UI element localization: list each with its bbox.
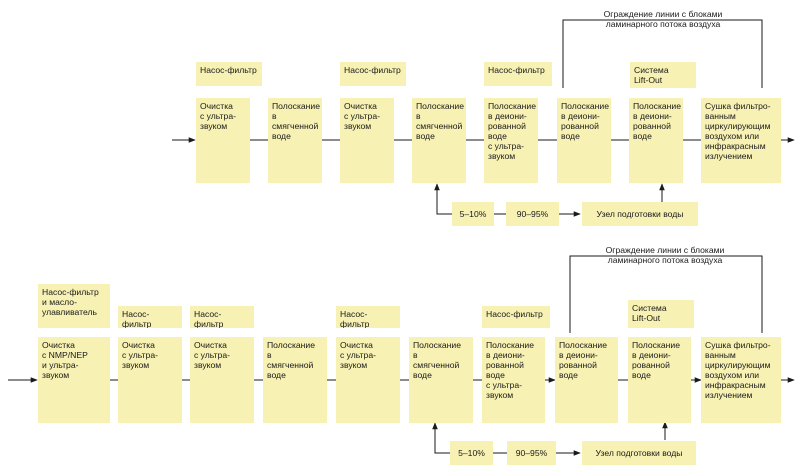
filter-box: Насос-фильтр	[484, 62, 552, 86]
process-step: Полоскание в смягченной воде	[412, 98, 466, 183]
process-step: Полоскание в деиони- рованной воде	[628, 337, 691, 423]
percent-box-high: 90–95%	[506, 202, 559, 226]
process-step: Полоскание в деиони- рованной воде с уль…	[482, 337, 545, 423]
lift-out-box: Система Lift-Out	[628, 300, 694, 328]
percent-box-low: 5–10%	[450, 441, 493, 465]
process-step: Сушка фильтро- ванным циркулирующим возд…	[701, 337, 781, 423]
lift-out-box: Система Lift-Out	[630, 62, 696, 88]
process-step: Очистка с ультра- звуком	[118, 337, 182, 423]
water-treatment-box: Узел подготовки воды	[582, 202, 698, 226]
filter-box: Насос-фильтр	[340, 62, 406, 86]
filter-box: Насос-фильтр	[482, 306, 550, 328]
process-step: Полоскание в деиони- рованной воде	[557, 98, 611, 183]
enclosure-label: Ограждение линии с блоками ламинарного п…	[603, 9, 723, 29]
enclosure-bracket	[562, 19, 763, 88]
filter-box: Насос-фильтр	[118, 306, 182, 328]
process-step: Полоскание в деиони- рованной воде	[629, 98, 683, 183]
process-step: Полоскание в деиони- рованной воде	[555, 337, 618, 423]
process-step: Очистка с ультра- звуком	[190, 337, 254, 423]
return-arrow	[432, 422, 450, 454]
process-step: Очистка с ультра- звуком	[336, 337, 400, 423]
process-step: Полоскание в смягченной воде	[268, 98, 322, 183]
filter-box: Насос-фильтр и масло- улавливатель	[38, 284, 110, 328]
process-step: Очистка с NMP/NEP и ультра- звуком	[38, 337, 110, 423]
filter-box: Насос-фильтр	[190, 306, 254, 328]
process-step: Полоскание в смягченной воде	[263, 337, 327, 423]
percent-box-high: 90–95%	[507, 441, 556, 465]
process-step: Полоскание в смягченной воде	[409, 337, 473, 423]
process-step: Очистка с ультра- звуком	[196, 98, 250, 183]
filter-box: Насос-фильтр	[196, 62, 262, 86]
enclosure-bracket	[569, 255, 763, 333]
process-step: Полоскание в деиони- рованной воде с уль…	[484, 98, 538, 183]
process-step: Очистка с ультра- звуком	[340, 98, 394, 183]
enclosure-label: Ограждение линии с блоками ламинарного п…	[605, 245, 725, 265]
percent-box-low: 5–10%	[452, 202, 494, 226]
filter-box: Насос-фильтр	[336, 306, 400, 328]
process-step: Сушка фильтро- ванным циркулирующим возд…	[701, 98, 781, 183]
return-arrow	[434, 183, 452, 215]
water-treatment-box: Узел подготовки воды	[582, 441, 696, 465]
